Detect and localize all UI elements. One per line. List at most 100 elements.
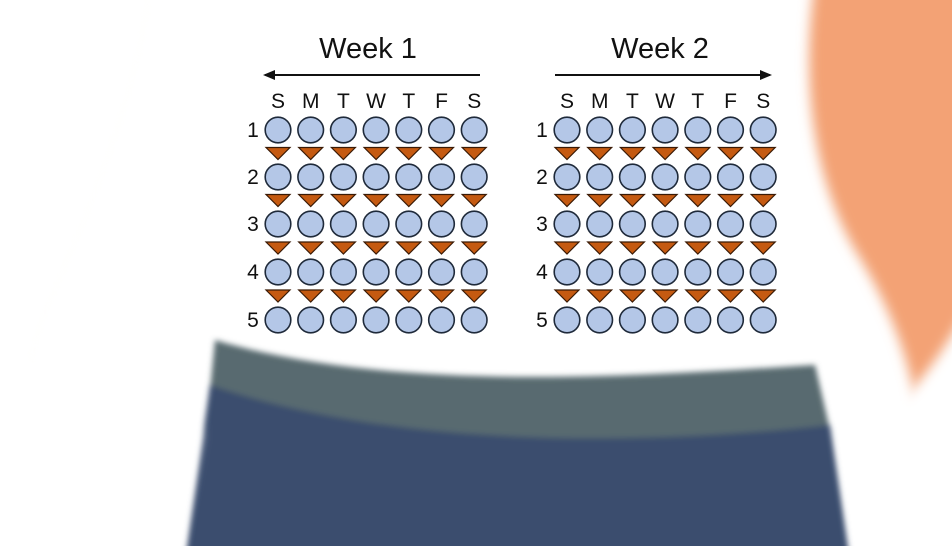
down-triangle-marker	[684, 193, 712, 208]
injection-site-circle	[264, 163, 292, 191]
injection-site-circle	[297, 163, 325, 191]
injection-site-circle	[395, 116, 423, 144]
down-triangle-marker	[651, 146, 679, 161]
injection-site-circle	[297, 116, 325, 144]
injection-site-circle	[618, 258, 647, 286]
injection-site-circle	[749, 210, 777, 238]
right-side-background	[845, 334, 952, 546]
injection-site-circle	[749, 163, 777, 191]
injection-site-circle	[618, 306, 647, 334]
down-triangle-marker	[749, 289, 777, 303]
injection-site-circle	[427, 210, 456, 238]
row-label: 3	[247, 213, 259, 236]
injection-site-circle	[716, 163, 745, 191]
injection-site-circle	[297, 210, 325, 238]
injection-site-circle	[684, 258, 712, 286]
day-label: S	[271, 90, 285, 113]
day-label: F	[724, 90, 737, 113]
down-triangle-marker	[460, 146, 488, 161]
down-triangle-marker	[651, 289, 679, 303]
down-triangle-marker	[618, 193, 646, 208]
down-triangle-marker	[618, 146, 646, 161]
injection-site-circle	[618, 163, 647, 191]
injection-site-circle	[460, 306, 488, 334]
injection-site-circle	[264, 116, 292, 144]
down-triangle-marker	[329, 289, 357, 303]
injection-site-circle	[553, 163, 581, 191]
down-triangle-marker	[395, 193, 423, 208]
injection-site-circle	[553, 116, 581, 144]
week-title: Week 1	[319, 33, 417, 65]
down-triangle-marker	[329, 193, 357, 208]
injection-site-circle	[362, 116, 390, 144]
down-triangle-marker	[428, 193, 455, 208]
row-label: 1	[536, 119, 548, 142]
down-triangle-marker	[362, 241, 390, 255]
down-triangle-marker	[618, 241, 646, 255]
injection-site-circle	[684, 210, 712, 238]
down-triangle-marker	[428, 289, 455, 303]
injection-site-circle	[395, 258, 423, 286]
injection-site-circle	[651, 258, 679, 286]
down-triangle-marker	[717, 241, 744, 255]
injection-site-circle	[427, 116, 456, 144]
injection-site-circle	[395, 210, 423, 238]
down-triangle-marker	[749, 241, 777, 255]
injection-site-circle	[460, 258, 488, 286]
down-triangle-marker	[717, 193, 744, 208]
day-label: T	[626, 90, 639, 113]
injection-site-circle	[651, 163, 679, 191]
row-label: 1	[247, 119, 259, 142]
down-triangle-marker	[586, 241, 614, 255]
injection-site-circle	[264, 258, 292, 286]
down-triangle-marker	[395, 241, 423, 255]
injection-site-circle	[716, 306, 745, 334]
down-triangle-marker	[553, 193, 581, 208]
injection-site-circle	[553, 258, 581, 286]
down-triangle-marker	[264, 241, 292, 255]
down-triangle-marker	[428, 146, 455, 161]
down-triangle-marker	[586, 289, 614, 303]
down-triangle-marker	[684, 146, 712, 161]
down-triangle-marker	[460, 241, 488, 255]
injection-site-circle	[329, 210, 358, 238]
pants	[187, 385, 848, 546]
down-triangle-marker	[460, 289, 488, 303]
down-triangle-marker	[684, 241, 712, 255]
down-triangle-marker	[297, 146, 325, 161]
injection-site-circle	[329, 258, 358, 286]
injection-site-circle	[749, 116, 777, 144]
injection-site-circle	[460, 116, 488, 144]
down-triangle-marker	[749, 193, 777, 208]
down-triangle-marker	[264, 289, 292, 303]
day-label: M	[302, 90, 320, 113]
injection-site-circle	[427, 258, 456, 286]
down-triangle-marker	[717, 289, 744, 303]
injection-site-circle	[749, 306, 777, 334]
down-triangle-marker	[460, 193, 488, 208]
injection-site-circle	[427, 306, 456, 334]
right-arm-skin	[809, 0, 952, 546]
injection-site-circle	[586, 210, 614, 238]
injection-site-circle	[264, 306, 292, 334]
day-label: S	[560, 90, 574, 113]
injection-site-circle	[460, 210, 488, 238]
row-label: 4	[536, 261, 548, 284]
down-triangle-marker	[618, 289, 646, 303]
injection-site-circle	[651, 210, 679, 238]
injection-site-circle	[329, 116, 358, 144]
down-triangle-marker	[362, 289, 390, 303]
down-triangle-marker	[651, 193, 679, 208]
arrow-head-right	[760, 70, 772, 80]
day-label: T	[691, 90, 704, 113]
day-label: F	[435, 90, 448, 113]
injection-site-circle	[716, 258, 745, 286]
left-background	[0, 0, 148, 546]
row-label: 2	[536, 166, 548, 189]
direction-arrow	[555, 70, 772, 80]
down-triangle-marker	[297, 241, 325, 255]
row-label: 4	[247, 261, 259, 284]
